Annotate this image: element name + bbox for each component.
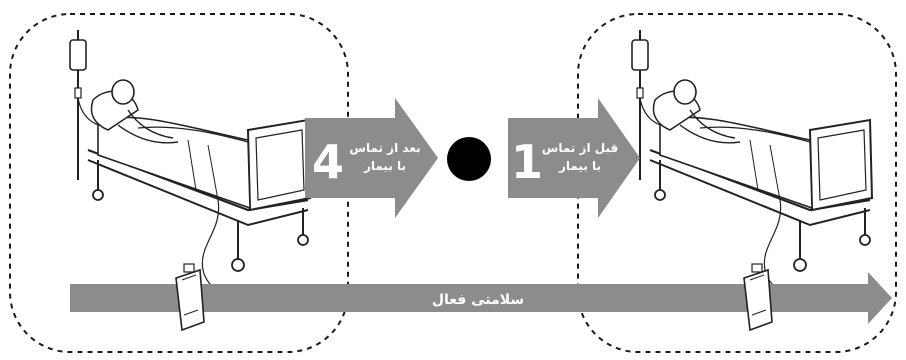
urine-drainage-bag-icon xyxy=(175,263,205,331)
timeline-label: سلامتی فعال xyxy=(432,292,524,308)
after-patient-contact-arrow: 4 بعد از تماس با بیمار xyxy=(305,98,438,218)
patient-in-hospital-bed-icon xyxy=(68,28,312,300)
arrow-label-line1: قبل از تماس xyxy=(542,141,618,155)
black-dot-icon xyxy=(447,137,491,181)
moment-number: 4 xyxy=(312,135,344,189)
arrow-label-line2: با بیمار xyxy=(363,159,406,173)
before-patient-contact-arrow: 1 قبل از تماس با بیمار xyxy=(508,98,640,218)
arrow-label-line1: بعد از تماس xyxy=(349,141,420,155)
timeline-arrow xyxy=(70,272,892,324)
patient-zone-right xyxy=(577,13,897,353)
urine-drainage-bag-icon xyxy=(743,263,773,331)
arrow-label-line2: با بیمار xyxy=(558,159,601,173)
active-health-timeline: سلامتی فعال xyxy=(70,272,892,324)
moment-number: 1 xyxy=(511,135,543,189)
patient-in-hospital-bed-icon xyxy=(630,28,874,300)
